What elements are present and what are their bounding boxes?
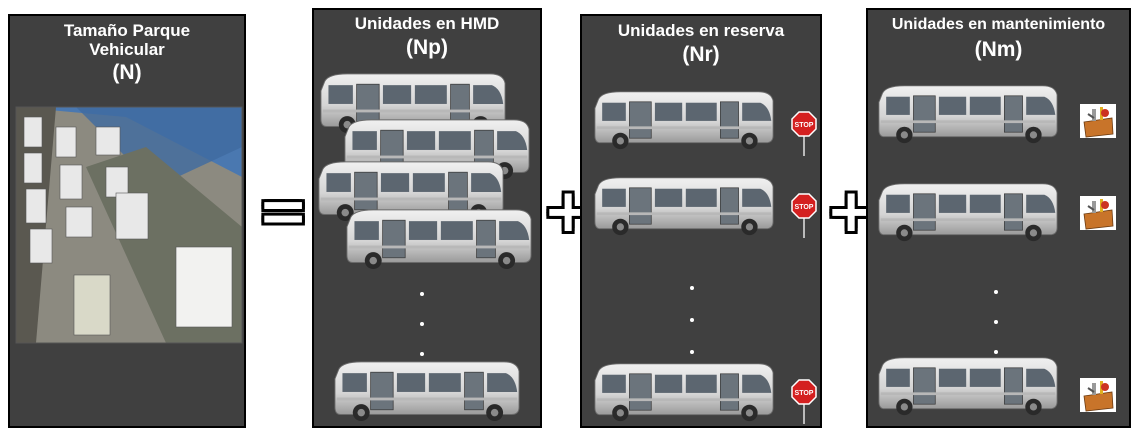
stop-sign-icon: STOP [791, 379, 817, 424]
bus-icon [334, 361, 520, 422]
bus-icon [878, 183, 1058, 242]
toolbox-icon [1079, 377, 1117, 413]
stop-sign-label: STOP [795, 122, 814, 129]
fleet-panel: Tamaño Parque Vehicular (N) [8, 14, 246, 428]
stop-sign-label: STOP [795, 204, 814, 211]
fleet-title-line2: Vehicular [89, 40, 165, 60]
bus-icon [594, 363, 774, 422]
maintenance-title: Unidades en mantenimiento [891, 16, 1106, 33]
toolbox-icon [1079, 195, 1117, 231]
ellipsis-dot [690, 350, 694, 354]
reserve-title-block: Unidades en reserva (Nr) [582, 21, 820, 67]
stop-sign-label: STOP [795, 390, 814, 397]
reserve-title: Unidades en reserva [617, 21, 785, 40]
maintenance-symbol: (Nm) [974, 37, 1023, 61]
ellipsis-dot [994, 290, 998, 294]
reserve-panel: Unidades en reserva (Nr) STOP STOP STOP [580, 14, 822, 428]
fleet-photo [15, 106, 243, 344]
bus-icon [878, 85, 1058, 144]
ellipsis-dot [690, 318, 694, 322]
hmd-symbol: (Np) [406, 36, 448, 60]
ellipsis-dot [420, 292, 424, 296]
fleet-symbol: (N) [112, 61, 142, 85]
hmd-title-block: Unidades en HMD (Np) [314, 14, 540, 60]
fleet-title: Tamaño Parque Vehicular (N) [10, 21, 244, 85]
stop-sign-icon: STOP [791, 111, 817, 156]
photo-bus-rows [23, 116, 233, 336]
maintenance-panel: Unidades en mantenimiento (Nm) [866, 8, 1131, 428]
fleet-title-line1: Tamaño Parque [63, 21, 191, 40]
stop-sign-icon: STOP [791, 193, 817, 238]
ellipsis-dot [994, 350, 998, 354]
bus-icon [594, 91, 774, 150]
hmd-panel: Unidades en HMD (Np) [312, 8, 542, 428]
ellipsis-dot [420, 322, 424, 326]
toolbox-icon [1079, 103, 1117, 139]
bus-icon [594, 177, 774, 236]
ellipsis-dot [690, 286, 694, 290]
ellipsis-dot [420, 352, 424, 356]
reserve-symbol: (Nr) [682, 43, 720, 67]
ellipsis-dot [994, 320, 998, 324]
bus-icon [878, 357, 1058, 416]
bus-icon [346, 209, 532, 270]
maintenance-title-block: Unidades en mantenimiento (Nm) [868, 16, 1129, 61]
hmd-title: Unidades en HMD [354, 14, 500, 33]
equals-operator: = [258, 176, 309, 246]
